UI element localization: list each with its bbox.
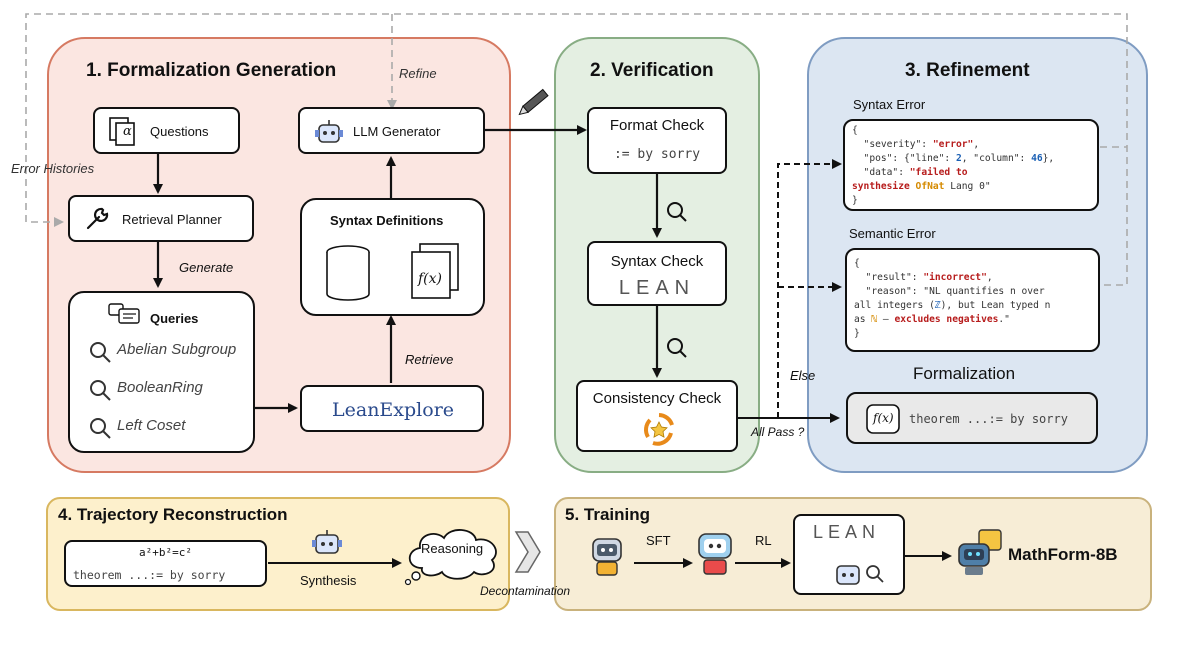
queries-title: Queries (150, 311, 199, 326)
document-icon (109, 117, 135, 146)
fx-symbol: f(x) (418, 271, 443, 287)
decontamination-edge-label: Decontamination (480, 584, 571, 598)
else-edge-label: Else (790, 368, 816, 383)
pencil-icon (518, 88, 549, 116)
questions-node: α Questions (93, 107, 240, 154)
syntax-check-label: Syntax Check (610, 253, 704, 270)
semantic-error-title: Semantic Error (849, 226, 936, 241)
robot-with-magnifier-icon (836, 565, 884, 585)
stage-5-title: 5. Training (565, 505, 651, 524)
stage-3-title: 3. Refinement (905, 60, 1030, 81)
magnifier-icon (667, 202, 687, 358)
syntax-check-node: Syntax Check LEAN (587, 241, 727, 306)
base-model-robot-icon (592, 538, 622, 576)
feedback-loop-path (25, 13, 1128, 286)
semantic-error-card: { "result": "incorrect", "reason": "NL q… (845, 248, 1100, 352)
robot-icon (315, 120, 343, 143)
format-check-code: := by sorry (613, 147, 701, 162)
thought-cloud-icon (404, 529, 497, 586)
fx-symbol: f(x) (873, 411, 894, 425)
wrench-icon (86, 207, 109, 230)
lean-logo: LEAN (813, 522, 881, 542)
syntax-error-title: Syntax Error (853, 97, 926, 112)
formalization-code: theorem ...:= by sorry (909, 412, 1068, 426)
retrieval-planner-node: Retrieval Planner (68, 195, 254, 242)
function-badge-icon (866, 404, 900, 434)
all-pass-edge-label: All Pass ? (751, 425, 805, 439)
stage-1-title: 1. Formalization Generation (86, 60, 337, 81)
rl-environment-node: LEAN (793, 514, 905, 595)
stage-2-title: 2. Verification (590, 60, 714, 81)
questions-label: Questions (150, 124, 209, 139)
semantic-error-json: { "result": "incorrect", "reason": "NL q… (854, 258, 1051, 339)
equation-text: a²+b²=c² (139, 546, 192, 559)
robot-icon (312, 530, 342, 554)
alpha-glyph: α (123, 124, 132, 139)
rl-edge-label: RL (755, 533, 772, 548)
syntax-error-card: { "severity": "error", "pos": {"line": 2… (843, 119, 1099, 211)
lean-logo: LEAN (618, 277, 696, 299)
decontamination-arrow (514, 531, 541, 573)
consistency-check-node: Consistency Check (576, 380, 738, 452)
syntax-definitions-title: Syntax Definitions (330, 213, 444, 228)
stage-4-title: 4. Trajectory Reconstruction (58, 505, 288, 524)
chat-icon (108, 303, 140, 324)
formalization-title: Formalization (913, 364, 1016, 383)
syntax-error-json: { "severity": "error", "pos": {"line": 2… (852, 125, 1055, 206)
else-path (777, 159, 842, 418)
llm-generator-node: LLM Generator (298, 107, 485, 154)
theorem-statement-node: a²+b²=c² theorem ...:= by sorry (64, 540, 267, 587)
sft-model-robot-icon (698, 533, 732, 575)
leanexplore-logo: LeanExplore (332, 399, 455, 421)
format-check-label: Format Check (609, 117, 705, 134)
queries-node: Queries Abelian Subgroup BooleanRing Lef… (68, 291, 255, 453)
retrieve-edge-label: Retrieve (405, 352, 454, 367)
mathform-model-icon (958, 529, 1002, 575)
consistency-check-label: Consistency Check (592, 390, 722, 407)
llm-generator-label: LLM Generator (353, 124, 441, 139)
formalization-node: f(x) theorem ...:= by sorry (846, 392, 1098, 444)
cycle-star-icon (644, 413, 674, 446)
error-histories-edge-label: Error Histories (11, 161, 95, 176)
query-item: Left Coset (117, 417, 186, 434)
reasoning-label: Reasoning (421, 541, 484, 556)
synthesis-edge-label: Synthesis (300, 573, 357, 588)
sft-edge-label: SFT (646, 533, 671, 548)
refine-edge-label: Refine (399, 66, 437, 81)
generate-edge-label: Generate (179, 260, 234, 275)
mathform-model-name: MathForm-8B (1008, 545, 1118, 564)
format-check-node: Format Check := by sorry (587, 107, 727, 174)
query-magnifier-icons (90, 342, 111, 439)
retrieval-planner-label: Retrieval Planner (122, 212, 222, 227)
query-item: BooleanRing (117, 379, 203, 396)
theorem-code: theorem ...:= by sorry (73, 568, 226, 582)
query-item: Abelian Subgroup (117, 341, 237, 358)
database-icon (326, 245, 370, 301)
leanexplore-node: LeanExplore (300, 385, 484, 432)
function-doc-icon (411, 243, 459, 299)
syntax-definitions-node: Syntax Definitions f(x) (300, 198, 485, 316)
